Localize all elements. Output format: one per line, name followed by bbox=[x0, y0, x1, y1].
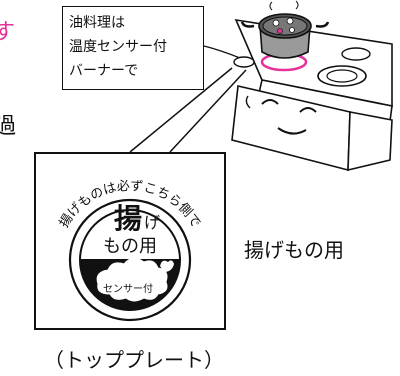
note-box: 油料理は 温度センサー付 バーナーで bbox=[62, 6, 204, 90]
badge-main-kanji: 揚 bbox=[114, 202, 142, 235]
badge-main-label: もの用 bbox=[103, 236, 157, 257]
cropped-text-fragment: 過 bbox=[0, 114, 17, 139]
note-line-1: 油料理は bbox=[69, 15, 125, 31]
footer-label: （トッププレート） bbox=[44, 348, 224, 372]
zoom-panel: 揚げものは必ずこちら側で 揚 げ もの用 センサー付 bbox=[34, 152, 226, 330]
badge-main-kana: げ bbox=[144, 213, 160, 232]
badge-inner-top bbox=[78, 209, 182, 261]
burner-caption: 揚げもの用 bbox=[244, 238, 344, 262]
badge-sensor-mark bbox=[160, 260, 174, 272]
badge-small-label: センサー付 bbox=[103, 282, 153, 295]
badge-cloud bbox=[96, 258, 168, 302]
note-line-2: 温度センサー付 bbox=[69, 39, 167, 55]
cropped-heading-fragment: す bbox=[0, 20, 16, 45]
note-line-3: バーナーで bbox=[69, 63, 139, 79]
sensor-badge: 揚げものは必ずこちら側で 揚 げ もの用 センサー付 bbox=[56, 179, 203, 322]
